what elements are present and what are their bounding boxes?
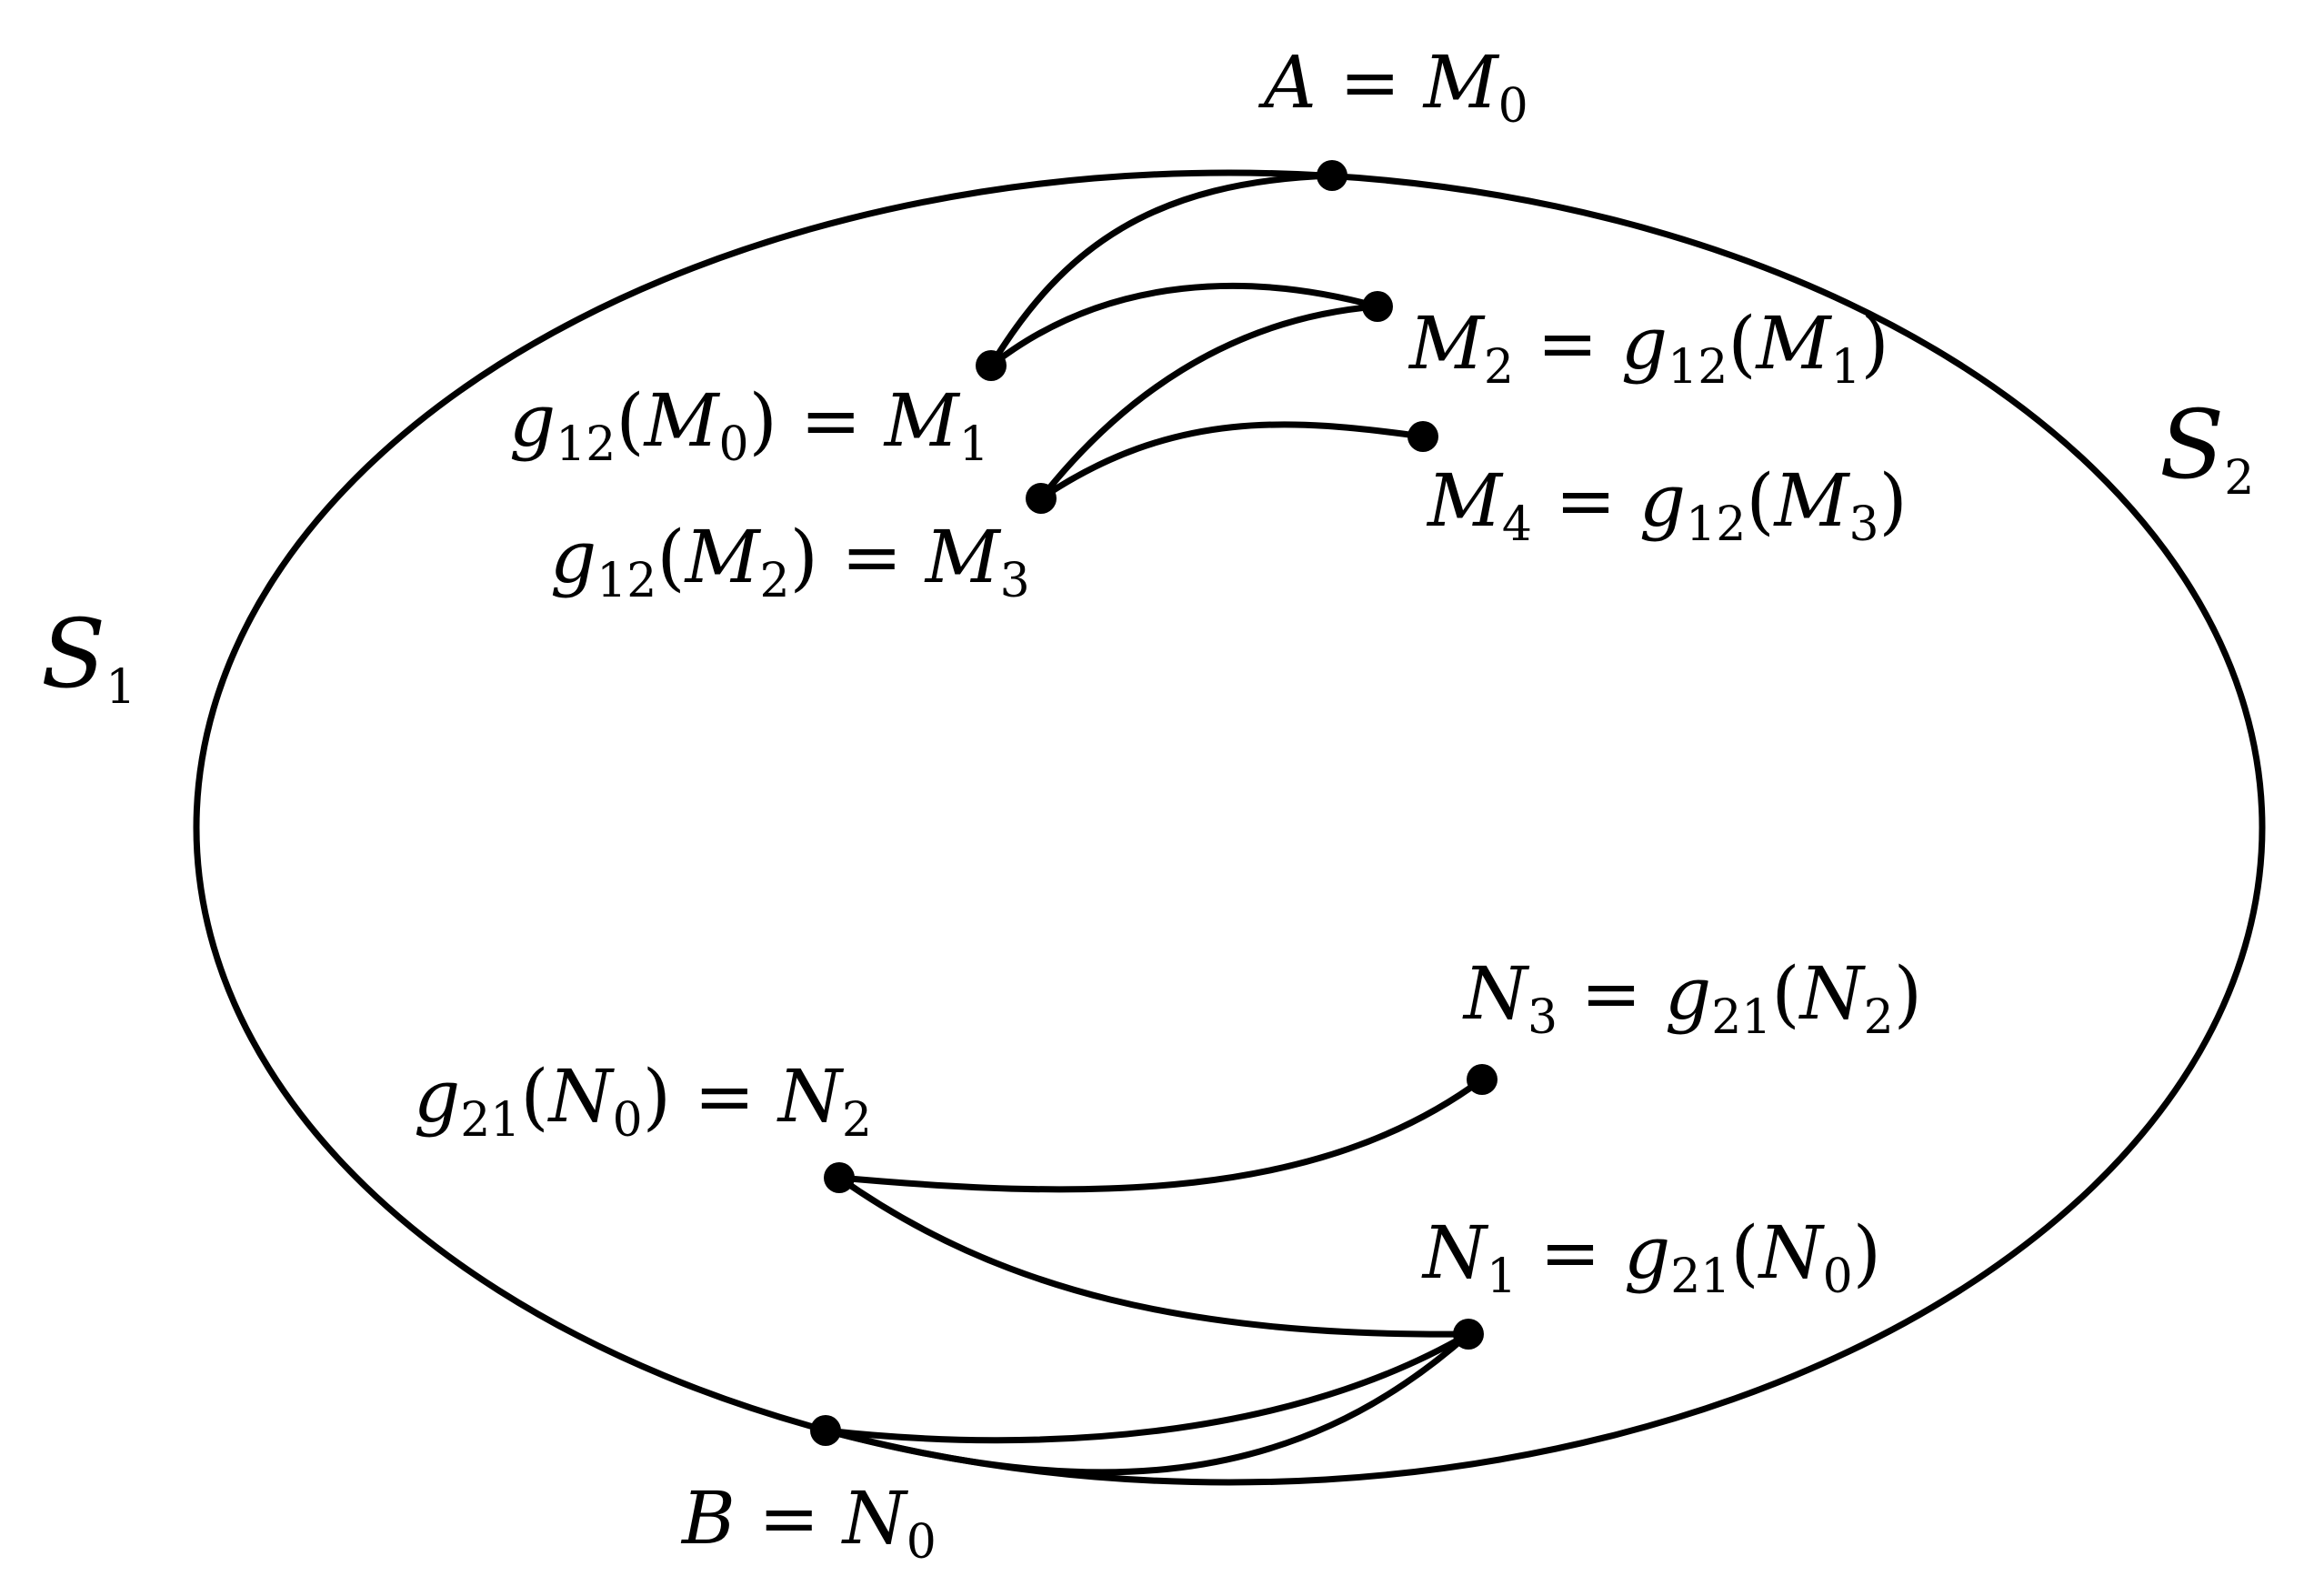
point-b-n0 [810, 1415, 841, 1446]
arc-m1-m2 [987, 282, 1381, 369]
set-label-s2: S2 [2159, 389, 2254, 506]
point-m3 [1026, 483, 1057, 514]
point-n3 [1467, 1064, 1498, 1095]
arc-m2-m3 [1037, 303, 1381, 502]
point-m2 [1362, 291, 1393, 322]
arc-n2-n3 [836, 1076, 1486, 1193]
arc-m3-m4 [1037, 421, 1427, 502]
label-n3: N3 = g21(N2) [1462, 951, 1922, 1045]
point-n2 [824, 1162, 855, 1193]
boundary-ellipse [193, 169, 2266, 1486]
point-a-m0 [1317, 160, 1347, 191]
arc-m0-m1 [987, 172, 1336, 369]
label-b-n0: B = N0 [680, 1476, 937, 1570]
arc-n0-n1-lower [822, 1330, 1472, 1476]
label-n1: N1 = g21(N0) [1421, 1210, 1881, 1304]
label-m3: g12(M2) = M3 [550, 515, 1030, 608]
label-a-m0: A = M0 [1257, 40, 1528, 134]
label-m1: g12(M0) = M1 [509, 378, 989, 472]
set-label-s1: S1 [41, 598, 135, 715]
label-n2: g21(N0) = N2 [414, 1054, 872, 1148]
point-m1 [976, 350, 1007, 381]
arc-n1-n2 [836, 1174, 1472, 1338]
label-m4: M4 = g12(M3) [1426, 458, 1908, 552]
arc-n0-n1-upper [822, 1330, 1472, 1444]
label-m2: M2 = g12(M1) [1407, 301, 1889, 395]
point-m4 [1407, 421, 1438, 452]
point-n1 [1453, 1319, 1484, 1350]
